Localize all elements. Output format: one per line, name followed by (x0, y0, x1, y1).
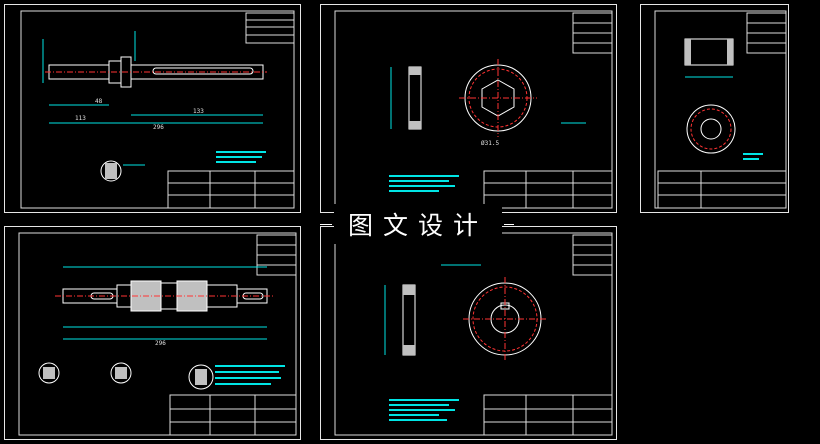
gear-small-drawing (654, 10, 787, 209)
gear-large-drawing (334, 232, 613, 436)
svg-text:48: 48 (95, 98, 103, 105)
svg-text:296: 296 (153, 124, 164, 131)
drawing-sheet-gear-top: Ø31.5 (320, 4, 617, 213)
gear-drawing: Ø31.5 (334, 10, 613, 209)
watermark-banner: 图文设计 (320, 204, 514, 244)
drawing-sheet-gear-bottom (320, 226, 617, 440)
drawing-sheet-shaft-bottom: 296 (4, 226, 301, 440)
shaft-drawing: 113 48 133 296 (20, 10, 295, 209)
shaft-long-drawing: 296 (18, 232, 297, 436)
svg-text:296: 296 (155, 340, 166, 347)
svg-text:133: 133 (193, 108, 204, 115)
drawing-sheet-shaft-top: 113 48 133 296 (4, 4, 301, 213)
drawing-sheet-gear-small (640, 4, 789, 213)
svg-text:Ø31.5: Ø31.5 (481, 140, 499, 147)
svg-text:113: 113 (75, 115, 86, 122)
